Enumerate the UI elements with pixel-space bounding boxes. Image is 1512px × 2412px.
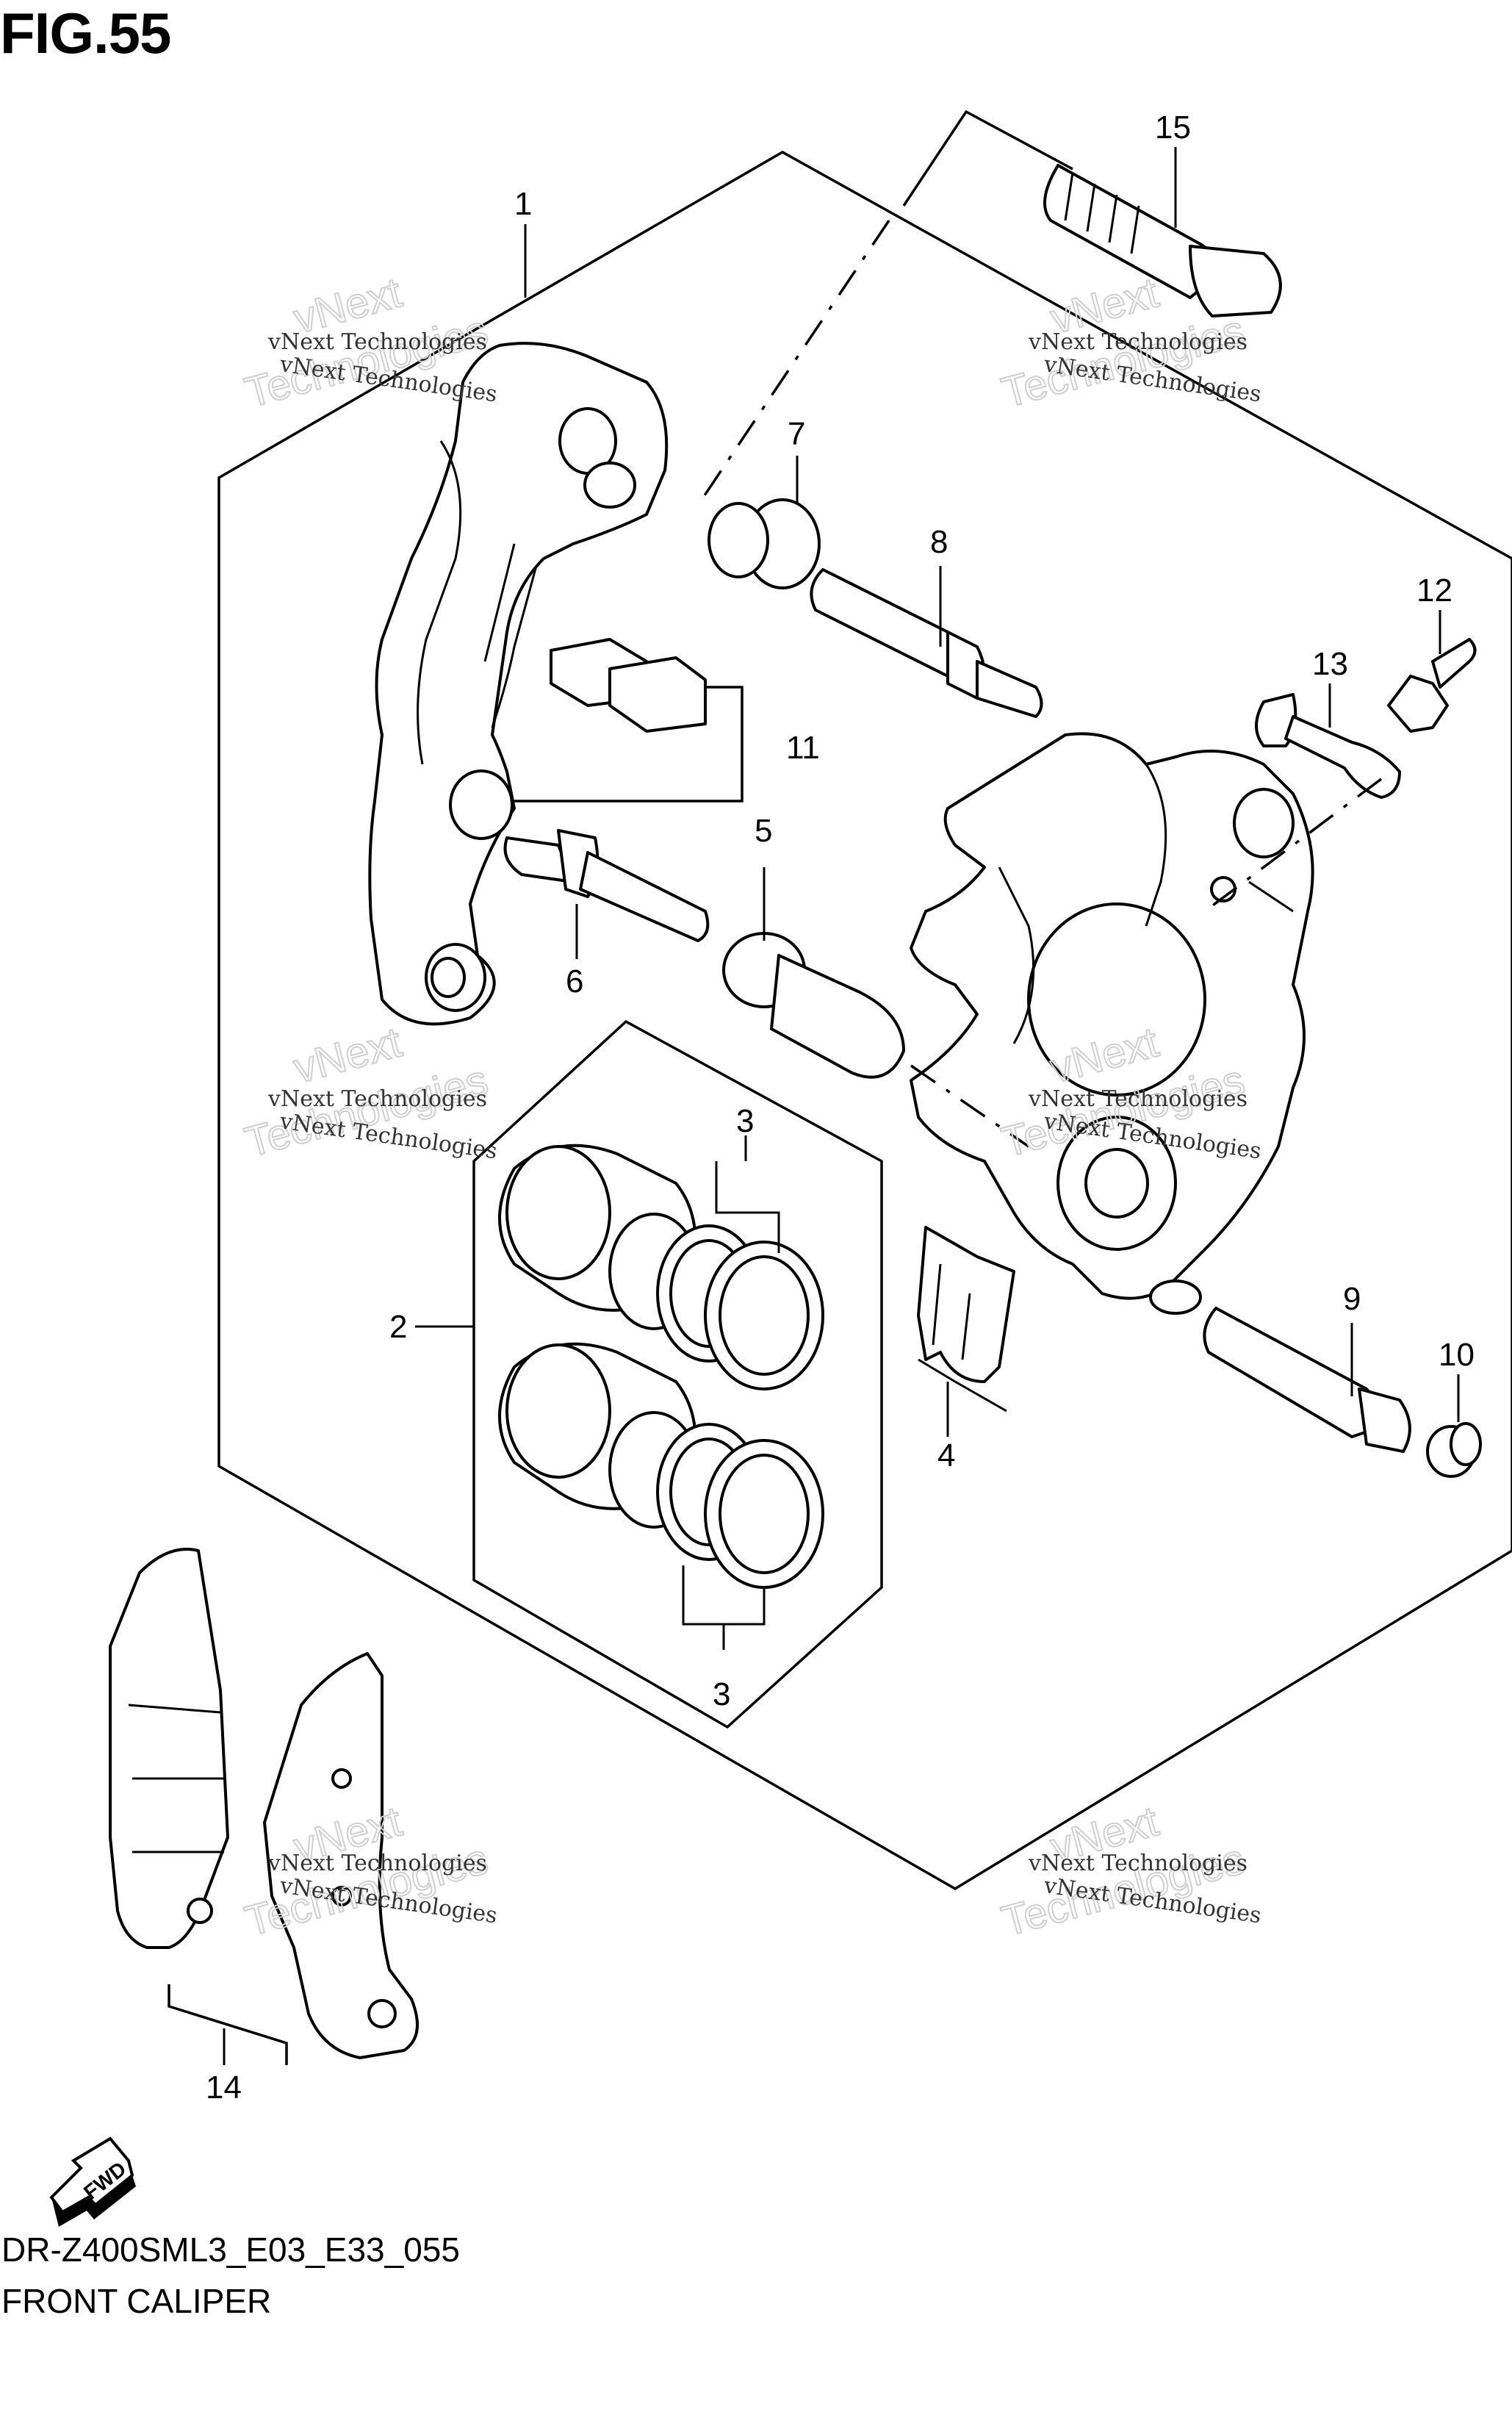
- pin-6: [503, 829, 710, 942]
- callout-9: 9: [1343, 1281, 1361, 1317]
- watermark-text: vNext Technologies: [1028, 1086, 1248, 1112]
- fwd-arrow-icon: FWD: [49, 2136, 136, 2227]
- bleeder-cap-13: [1255, 693, 1401, 799]
- callout-3: 3: [736, 1103, 754, 1139]
- pin-9: [1203, 1307, 1411, 1453]
- callout-7: 7: [788, 416, 805, 452]
- callout-15: 15: [1155, 110, 1191, 146]
- bleeder-12: [1387, 638, 1477, 733]
- brake-pads: [109, 1548, 419, 2065]
- boot-7: [708, 498, 821, 589]
- callout-10: 10: [1439, 1337, 1475, 1373]
- plug-10: [1426, 1422, 1482, 1478]
- callout-5: 5: [755, 813, 772, 849]
- anti-rattle-clip-11: [550, 638, 707, 733]
- leader-lines: [223, 147, 1460, 2065]
- callout-11: 11: [786, 730, 820, 766]
- callout-4: 4: [937, 1437, 955, 1474]
- callout-2: 2: [389, 1309, 407, 1345]
- callout-3: 3: [713, 1676, 730, 1712]
- watermark-text: vNext Technologies: [1028, 1851, 1248, 1876]
- diagram-name: FRONT CALIPER: [1, 2282, 272, 2320]
- piston-frame: [472, 1019, 883, 1729]
- figure-title: FIG.55: [0, 1, 171, 65]
- callout-13: 13: [1312, 646, 1348, 682]
- leader-11: [514, 686, 744, 803]
- boot-5: [722, 932, 905, 1079]
- callout-8: 8: [930, 524, 948, 560]
- callout-12: 12: [1416, 573, 1452, 609]
- caliper-body: [910, 732, 1314, 1315]
- callout-14: 14: [206, 2070, 242, 2106]
- watermark-text: vNext Technologies: [1028, 329, 1248, 355]
- callout-1: 1: [514, 186, 532, 222]
- bolt-15-frame: [902, 110, 1073, 207]
- centerline: [1203, 778, 1383, 913]
- watermark-text: vNext Technologies: [267, 329, 487, 355]
- pin-8: [810, 568, 1043, 718]
- centerline: [910, 1064, 1029, 1148]
- bolt-15: [1043, 164, 1282, 317]
- centerline: [700, 220, 890, 500]
- callout-6: 6: [566, 963, 583, 999]
- pistons-and-seals: [498, 1144, 824, 1589]
- pad-spring-4: [917, 1226, 1015, 1413]
- caliper-bracket: [368, 342, 669, 1026]
- assembly-frame: [217, 150, 1512, 1891]
- watermark-text: vNext Technologies: [267, 1086, 487, 1112]
- watermark-text: vNext Technologies: [267, 1851, 487, 1876]
- diagram-code: DR-Z400SML3_E03_E33_055: [1, 2230, 460, 2269]
